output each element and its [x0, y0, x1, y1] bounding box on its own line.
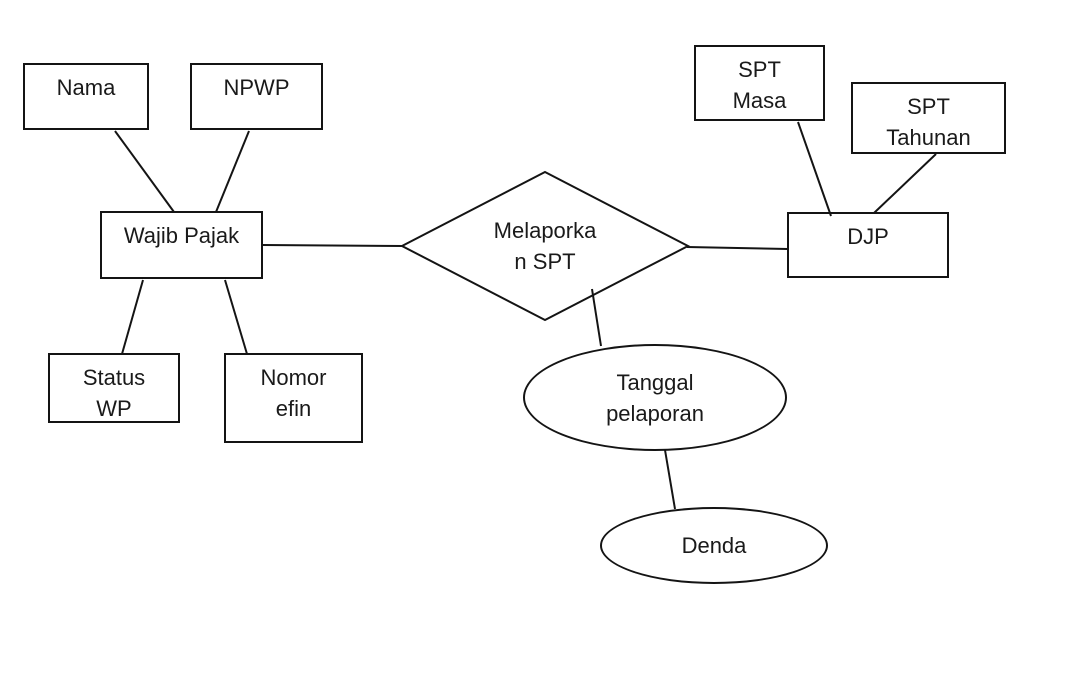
relationship-label-melaporkan-spt: Melaporka n SPT	[493, 218, 597, 274]
connector-npwp-wajib-pajak	[215, 130, 250, 213]
attribute-ellipse-denda: Denda	[600, 507, 828, 584]
attribute-box-nama: Nama	[23, 63, 149, 130]
attribute-box-nomor-efin: Nomor efin	[224, 353, 363, 443]
entity-box-djp: DJP	[787, 212, 949, 278]
attribute-ellipse-tanggal-pelaporan: Tanggal pelaporan	[523, 344, 787, 451]
connector-tanggal-pelaporan-denda	[664, 449, 676, 510]
connector-nama-wajib-pajak	[114, 130, 175, 213]
connector-melaporkan-spt-djp	[686, 246, 789, 250]
connector-wajib-pajak-nomor-efin	[224, 279, 248, 355]
connector-wajib-pajak-melaporkan-spt	[262, 244, 404, 247]
connector-spt-masa-djp	[797, 121, 832, 217]
attribute-box-status-wp: Status WP	[48, 353, 180, 423]
attribute-box-npwp: NPWP	[190, 63, 323, 130]
entity-box-wajib-pajak: Wajib Pajak	[100, 211, 263, 279]
attribute-box-spt-tahunan: SPT Tahunan	[851, 82, 1006, 154]
connector-spt-tahunan-djp	[873, 153, 937, 214]
connector-wajib-pajak-status-wp	[121, 279, 144, 355]
attribute-box-spt-masa: SPT Masa	[694, 45, 825, 121]
